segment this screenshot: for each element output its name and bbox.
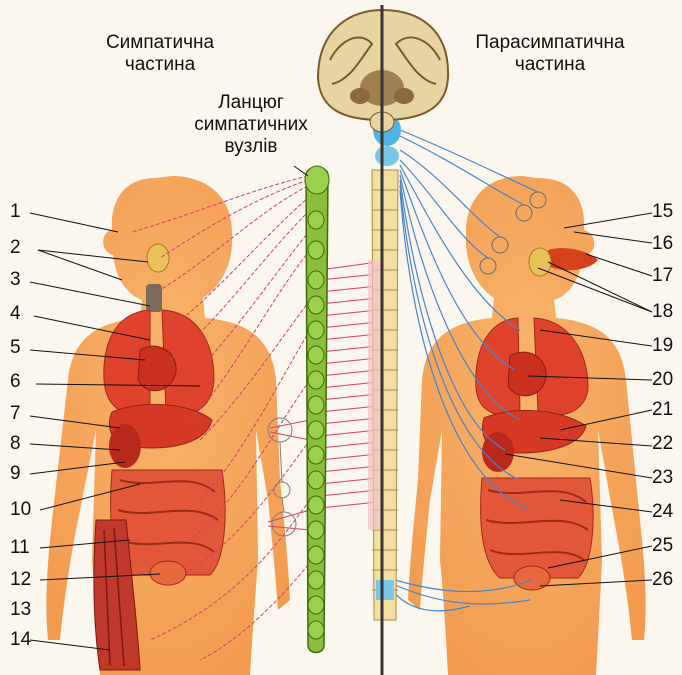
label-4: 4 [10,304,21,324]
left-kidney [109,424,141,468]
sympathetic-header: Симпатична частина [80,32,240,76]
right-heart [508,352,546,396]
parasympathetic-header-line2: частина [450,54,650,76]
sympathetic-header-line1: Симпатична [80,32,240,54]
chain-header-line3: вузлів [176,136,326,158]
chain-header-line2: симпатичних [176,114,326,136]
label-13: 13 [10,600,31,620]
label-12: 12 [10,570,31,590]
label-19: 19 [652,336,673,356]
label-14: 14 [10,630,31,650]
label-6: 6 [10,372,21,392]
label-1: 1 [10,202,21,222]
chain-header-line1: Ланцюг [176,92,326,114]
label-24: 24 [652,502,673,522]
sympathetic-chain-icon [305,166,329,653]
label-15: 15 [652,202,673,222]
label-26: 26 [652,570,673,590]
label-20: 20 [652,370,673,390]
label-16: 16 [652,234,673,254]
chain-leader-line [294,166,308,176]
salivary-gland-left [147,244,169,272]
parasympathetic-header-line1: Парасимпатична [450,32,650,54]
label-3: 3 [10,270,21,290]
label-2: 2 [10,238,21,258]
label-9: 9 [10,464,21,484]
chain-header: Ланцюг симпатичних вузлів [176,92,326,158]
sympathetic-header-line2: частина [80,54,240,76]
label-17: 17 [652,266,673,286]
spinal-cord-icon [368,114,401,620]
label-11: 11 [10,538,30,558]
label-8: 8 [10,434,21,454]
left-bladder [150,561,186,585]
parasympathetic-header: Парасимпатична частина [450,32,650,76]
label-21: 21 [652,400,673,420]
label-18: 18 [652,302,673,322]
label-10: 10 [10,500,31,520]
trachea-left [146,284,162,312]
label-25: 25 [652,536,673,556]
label-22: 22 [652,434,673,454]
label-7: 7 [10,404,21,424]
right-bladder [514,566,550,590]
label-5: 5 [10,338,21,358]
label-23: 23 [652,468,673,488]
